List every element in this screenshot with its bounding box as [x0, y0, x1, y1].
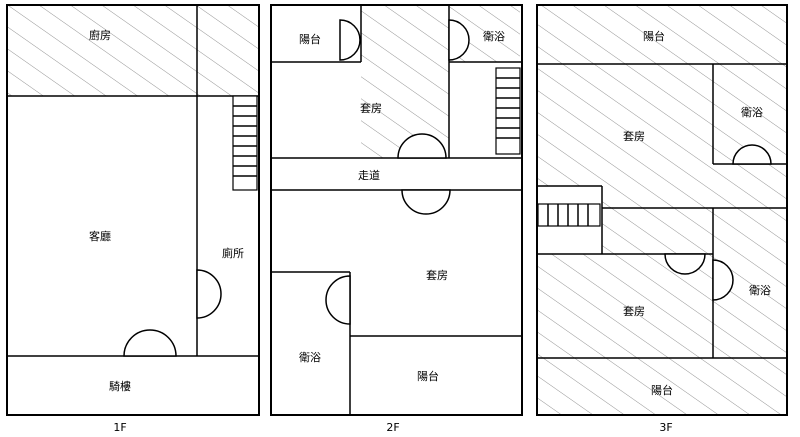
suite-bottom-door-3f	[664, 253, 706, 275]
stairs-1f	[232, 95, 258, 191]
kitchen-hatch	[8, 6, 197, 96]
floor-2f-outline	[270, 4, 523, 416]
room-toilet-label: 廁所	[222, 246, 244, 260]
floor-3f-label: 3F	[659, 421, 672, 434]
floor-3f-plan: 陽台 套房 衛浴 衛浴 套房 陽台 3F	[536, 4, 788, 434]
room-arcade-label: 騎樓	[109, 379, 131, 393]
stairs-2f	[495, 67, 521, 155]
room-corridor-label-2f: 走道	[358, 168, 380, 182]
room-balcony-bottom-label-2f: 陽台	[417, 369, 439, 383]
floor-1f-label: 1F	[113, 421, 126, 434]
suite-main-door-2f	[401, 189, 451, 215]
room-suite-top-label-3f: 套房	[623, 130, 645, 143]
stair-area-hatch	[197, 6, 258, 96]
room-balcony-bottom-label-3f: 陽台	[651, 383, 673, 397]
floor-1f-plan: 廚房 客廳 廁所 騎樓 1F	[6, 4, 260, 434]
toilet-door-1f	[196, 269, 222, 319]
floor-3f-outline	[536, 4, 788, 416]
bath-bottom-door-2f	[325, 275, 351, 325]
room-living-label: 客廳	[89, 229, 111, 243]
room-suite-top-label-2f: 套房	[360, 102, 382, 115]
floor-1f-outline	[6, 4, 260, 416]
room-bath-bottom-label-2f: 衛浴	[299, 351, 321, 364]
bath-right-bottom-door-3f	[712, 259, 734, 301]
room-bath-right-bottom-label-3f: 衛浴	[749, 284, 771, 297]
floor-2f-label: 2F	[386, 421, 399, 434]
bath-right-top-door-3f	[732, 144, 772, 165]
room-balcony-top-label-3f: 陽台	[643, 29, 665, 43]
room-bath-top-label-2f: 衛浴	[483, 30, 505, 43]
balcony-top-door-2f	[339, 19, 361, 61]
room-balcony-top-label-2f: 陽台	[299, 32, 321, 46]
stairs-3f	[537, 203, 601, 227]
room-kitchen-label: 廚房	[89, 28, 111, 42]
suite-top-hatch	[361, 6, 449, 158]
bath-top-door-2f	[448, 19, 470, 61]
floor-2f-plan: 陽台 衛浴 套房 走道 套房 衛浴 陽台 2F	[270, 4, 523, 434]
room-bath-right-top-label-3f: 衛浴	[741, 106, 763, 119]
arcade-door-1f	[123, 329, 177, 357]
suite-top-door-2f	[397, 133, 447, 159]
room-suite-bottom-label-3f: 套房	[623, 305, 645, 318]
room-suite-main-label-2f: 套房	[426, 269, 448, 282]
